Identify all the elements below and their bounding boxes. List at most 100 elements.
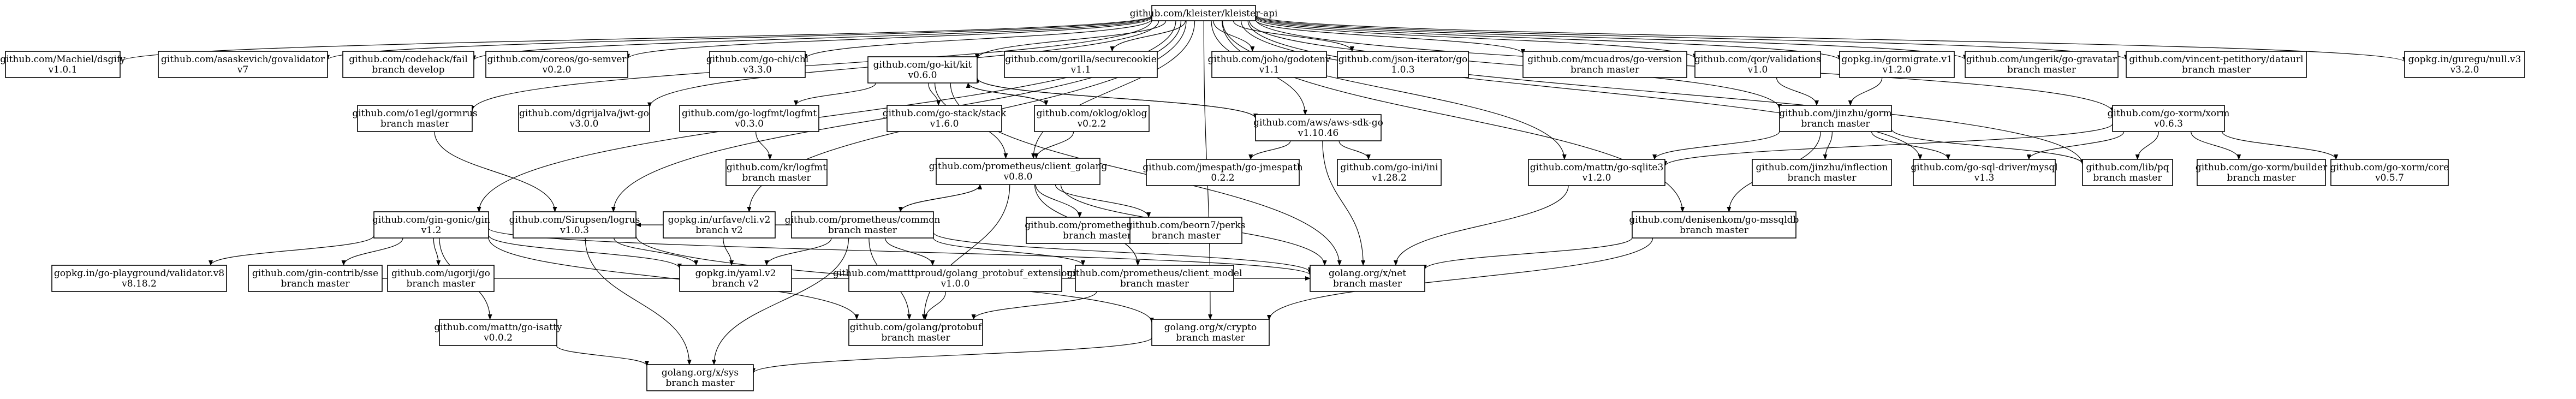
node-box — [51, 265, 227, 292]
node-package-label: github.com/jmespath/go-jmespath — [1143, 162, 1303, 173]
node-box — [936, 158, 1100, 185]
node-package-label: github.com/mattn/go-isatty — [435, 322, 562, 333]
node-box — [1034, 105, 1150, 132]
node-package-label: gopkg.in/go-playground/validator.v8 — [54, 268, 224, 279]
edge-awssdk-to-jmespath — [1248, 140, 1291, 160]
node-package-label: github.com/jinzhu/inflection — [1756, 162, 1888, 173]
node-box — [1151, 319, 1270, 346]
edge-xorm-to-sqlite3 — [1663, 123, 2113, 167]
edge-root-to-nullv3 — [1255, 15, 2407, 63]
node-version-label: v1.0 — [1747, 64, 1768, 75]
edge-root-to-goversion — [1255, 19, 1525, 55]
node-box — [1913, 159, 2056, 186]
node-version-label: v3.3.0 — [742, 64, 772, 75]
edge-oklog-to-gokit — [966, 82, 1046, 106]
node-package-label: golang.org/x/crypto — [1164, 322, 1257, 333]
node-box — [1004, 51, 1158, 78]
node-package-label: github.com/prometheus/client_model — [1067, 268, 1242, 279]
edge-mssqldb-to-xcrypto — [1267, 237, 1653, 321]
node-box — [1151, 5, 1256, 21]
node-pbext: github.com/matttproud/golang_protobuf_ex… — [833, 265, 1078, 292]
edge-cliv2-to-yamlv2 — [723, 237, 734, 266]
node-package-label: gopkg.in/gormigrate.v1 — [1841, 54, 1952, 65]
node-box — [2197, 159, 2326, 186]
node-box — [1528, 159, 1665, 186]
edge-gormrus-to-logrus — [434, 131, 557, 212]
node-box — [248, 265, 383, 292]
edge-clientmodel-to-protobuf — [971, 291, 1097, 320]
node-package-label: github.com/oklog/oklog — [1037, 108, 1147, 119]
edge-root-to-godotenv — [1213, 20, 1255, 52]
edge-pbext-to-protobuf — [923, 291, 947, 320]
node-package-label: github.com/go-kit/kit — [873, 59, 972, 70]
node-box — [1310, 265, 1425, 292]
node-version-label: branch v2 — [695, 225, 742, 236]
node-package-label: github.com/dgrijalva/jwt-go — [519, 108, 649, 119]
node-box — [2112, 105, 2225, 132]
node-package-label: github.com/go-logfmt/logfmt — [682, 108, 817, 119]
node-package-label: github.com/qor/validations — [1694, 54, 1821, 65]
node-package-label: github.com/gin-gonic/gin — [372, 215, 490, 225]
node-version-label: branch master — [1333, 278, 1402, 289]
node-package-label: github.com/json-iterator/go — [1338, 54, 1468, 65]
edge-gin-to-validator — [209, 235, 374, 266]
node-version-label: v1.1 — [1259, 64, 1280, 75]
node-box — [387, 265, 495, 292]
node-root: github.com/kleister/kleister-api — [1130, 5, 1278, 21]
edge-root-to-chi — [803, 19, 1152, 59]
edge-xcrypto-to-xsys — [751, 337, 1152, 374]
edge-awssdk-to-gokit — [975, 77, 1256, 119]
node-version-label: branch master — [1570, 64, 1640, 75]
node-box — [725, 159, 828, 186]
node-version-label: branch master — [2227, 172, 2297, 183]
edge-xorm-to-xbuilder — [2191, 131, 2241, 160]
node-package-label: github.com/joho/godotenv — [1207, 54, 1330, 65]
node-version-label: v1.3 — [1974, 172, 1995, 183]
edge-awssdk-to-goini — [1338, 140, 1371, 160]
edge-awssdk-to-xnet — [1322, 140, 1366, 266]
node-box — [887, 105, 1002, 132]
node-package-label: github.com/mcuadros/go-version — [1527, 54, 1682, 65]
node-version-label: branch master — [1176, 332, 1246, 343]
edge-xorm-to-mysql — [2026, 131, 2125, 160]
node-package-label: github.com/lib/pq — [2086, 162, 2169, 173]
edge-root-to-gokit — [975, 20, 1167, 59]
node-version-label: v0.0.2 — [483, 332, 513, 343]
node-package-label: github.com/gorilla/securecookie — [1005, 54, 1157, 65]
edge-root-to-promclient — [1031, 20, 1195, 159]
edge-root-to-pq — [1247, 20, 2085, 165]
node-clientmodel: github.com/prometheus/client_modelbranch… — [1067, 265, 1242, 292]
node-version-label: v0.3.0 — [734, 118, 764, 129]
node-version-label: branch master — [828, 225, 897, 236]
edge-logrus-to-xsys — [585, 237, 692, 365]
node-version-label: branch master — [882, 332, 951, 343]
node-box — [357, 105, 473, 132]
edge-root-to-securecookie — [1110, 20, 1186, 52]
node-version-label: branch master — [666, 378, 735, 389]
edge-promclient-to-protobuf — [921, 184, 1010, 320]
edge-xorm-to-xcore — [2222, 131, 2339, 160]
node-package-label: github.com/asaskevich/govalidator — [161, 54, 325, 65]
node-version-label: branch v2 — [712, 278, 759, 289]
node-version-label: branch master — [281, 278, 350, 289]
node-box — [663, 211, 776, 239]
node-box — [2330, 159, 2449, 186]
edge-gin-to-ugorji — [433, 237, 441, 266]
node-box — [1779, 105, 1892, 132]
node-package-label: github.com/prometheus/client_golang — [929, 161, 1108, 172]
node-package-label: golang.org/x/net — [1329, 268, 1406, 279]
node-package-label: github.com/aws/aws-sdk-go — [1253, 117, 1383, 128]
